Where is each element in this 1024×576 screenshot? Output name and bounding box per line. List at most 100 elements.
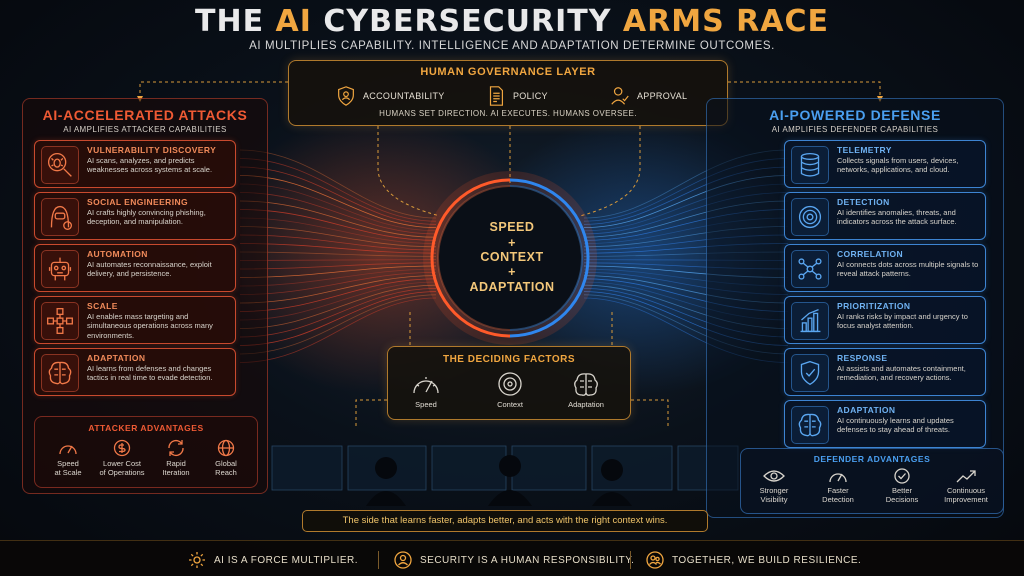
people-icon bbox=[646, 551, 664, 569]
coin-icon bbox=[113, 439, 131, 457]
speedometer-icon bbox=[829, 473, 847, 483]
card-title: PRIORITIZATION bbox=[837, 301, 911, 311]
defender-advantages-title: DEFENDER ADVANTAGES bbox=[813, 454, 931, 464]
graph-icon bbox=[791, 250, 829, 288]
page-title: THE AI CYBERSECURITY ARMS RACE bbox=[195, 4, 829, 39]
card-description: AI identifies anomalies, threats, and in… bbox=[837, 208, 957, 227]
card-title: DETECTION bbox=[837, 197, 890, 207]
card-title: SCALE bbox=[87, 301, 118, 311]
attack-flow-line bbox=[239, 294, 437, 355]
person-icon bbox=[394, 551, 412, 569]
operations-center-silhouette bbox=[271, 445, 739, 506]
card-title: AUTOMATION bbox=[87, 249, 148, 259]
defense-card-adaptation: ADAPTATION AI continuously learns and up… bbox=[784, 400, 986, 448]
factor-speed: Speed bbox=[396, 371, 456, 409]
globe-icon bbox=[217, 439, 235, 457]
governance-item-policy: POLICY bbox=[485, 83, 548, 109]
deciding-factors: THE DECIDING FACTORS Speed Context Adapt… bbox=[387, 346, 631, 420]
cycle-icon bbox=[168, 440, 184, 456]
attack-flow-line bbox=[239, 149, 437, 219]
card-description: AI scans, analyzes, and predicts weaknes… bbox=[87, 156, 213, 175]
card-title: CORRELATION bbox=[837, 249, 904, 259]
deciding-factors-title: THE DECIDING FACTORS bbox=[442, 354, 576, 365]
defense-card-response: RESPONSE AI assists and automates contai… bbox=[784, 348, 986, 396]
governance-title: HUMAN GOVERNANCE LAYER bbox=[420, 66, 596, 78]
governance-item-accountability: ACCOUNTABILITY bbox=[335, 83, 445, 109]
governance-item-label: ACCOUNTABILITY bbox=[363, 91, 445, 101]
card-description: AI connects dots across multiple signals… bbox=[837, 260, 979, 279]
card-description: AI ranks risks by impact and urgency to … bbox=[837, 312, 968, 331]
trend-up-icon bbox=[956, 470, 976, 483]
eye-icon bbox=[763, 470, 785, 482]
attack-card-adaptation: ADAPTATION AI learns from defenses and c… bbox=[34, 348, 236, 396]
footer-divider bbox=[630, 551, 631, 569]
core-plus: + bbox=[508, 236, 516, 250]
bar-chart-icon bbox=[791, 302, 829, 340]
core-adaptation: ADAPTATION bbox=[469, 280, 555, 294]
footer-item-human-responsibility: SECURITY IS A HUMAN RESPONSIBILITY. bbox=[394, 551, 634, 569]
factor-adaptation: Adaptation bbox=[556, 371, 616, 409]
defense-card-prioritization: PRIORITIZATION AI ranks risks by impact … bbox=[784, 296, 986, 344]
attack-card-social-engineering: SOCIAL ENGINEERING AI crafts highly conv… bbox=[34, 192, 236, 240]
check-circle-icon bbox=[894, 468, 910, 484]
governance-item-approval: APPROVAL bbox=[609, 83, 687, 109]
attack-card-automation: AUTOMATION AI automates reconnaissance, … bbox=[34, 244, 236, 292]
page-subtitle: AI MULTIPLIES CAPABILITY. INTELLIGENCE A… bbox=[249, 40, 775, 52]
person-check-icon bbox=[611, 87, 629, 105]
card-description: Collects signals from users, devices, ne… bbox=[837, 156, 959, 175]
defense-card-detection: DETECTION AI identifies anomalies, threa… bbox=[784, 192, 986, 240]
card-title: RESPONSE bbox=[837, 353, 888, 363]
attacks-title: AI-ACCELERATED ATTACKS bbox=[42, 107, 248, 123]
shield-person-icon bbox=[338, 86, 354, 106]
attack-flow-line bbox=[239, 297, 437, 363]
governance-layer: HUMAN GOVERNANCE LAYER ACCOUNTABILITY PO… bbox=[288, 60, 728, 126]
card-description: AI enables mass targeting and simultaneo… bbox=[87, 312, 213, 340]
card-title: ADAPTATION bbox=[837, 405, 896, 415]
attack-card-vulnerability-discovery: VULNERABILITY DISCOVERY AI scans, analyz… bbox=[34, 140, 236, 188]
speedometer-icon bbox=[413, 377, 439, 394]
hacker-icon bbox=[41, 198, 79, 236]
bug-magnifier-icon bbox=[41, 146, 79, 184]
governance-note: HUMANS SET DIRECTION. AI EXECUTES. HUMAN… bbox=[379, 109, 637, 118]
footer-label: AI IS A FORCE MULTIPLIER. bbox=[214, 554, 359, 566]
robot-icon bbox=[41, 250, 79, 288]
target-icon bbox=[498, 372, 522, 396]
card-title: ADAPTATION bbox=[87, 353, 146, 363]
attack-flow-line bbox=[239, 158, 437, 222]
brain-icon bbox=[791, 406, 829, 444]
defense-subtitle: AI AMPLIFIES DEFENDER CAPABILITIES bbox=[771, 125, 939, 134]
core-context: CONTEXT bbox=[480, 250, 544, 264]
factor-label: Speed bbox=[415, 400, 437, 409]
factor-label: Adaptation bbox=[568, 400, 604, 409]
target-icon bbox=[791, 198, 829, 236]
speedometer-icon bbox=[59, 445, 77, 455]
card-description: AI crafts highly convincing phishing, de… bbox=[87, 208, 206, 227]
footer-bar: AI IS A FORCE MULTIPLIER. SECURITY IS A … bbox=[0, 540, 1024, 576]
card-description: AI assists and automates containment, re… bbox=[837, 364, 966, 383]
defense-title: AI-POWERED DEFENSE bbox=[769, 107, 941, 123]
gear-icon bbox=[189, 552, 205, 568]
footer-label: TOGETHER, WE BUILD RESILIENCE. bbox=[672, 554, 862, 566]
factor-label: Context bbox=[497, 400, 523, 409]
governance-item-label: APPROVAL bbox=[637, 91, 688, 101]
defense-card-telemetry: TELEMETRY Collects signals from users, d… bbox=[784, 140, 986, 188]
card-title: SOCIAL ENGINEERING bbox=[87, 197, 189, 207]
card-description: AI continuously learns and updates defen… bbox=[837, 416, 954, 435]
governance-connectors bbox=[139, 81, 881, 426]
card-title: TELEMETRY bbox=[837, 145, 892, 155]
